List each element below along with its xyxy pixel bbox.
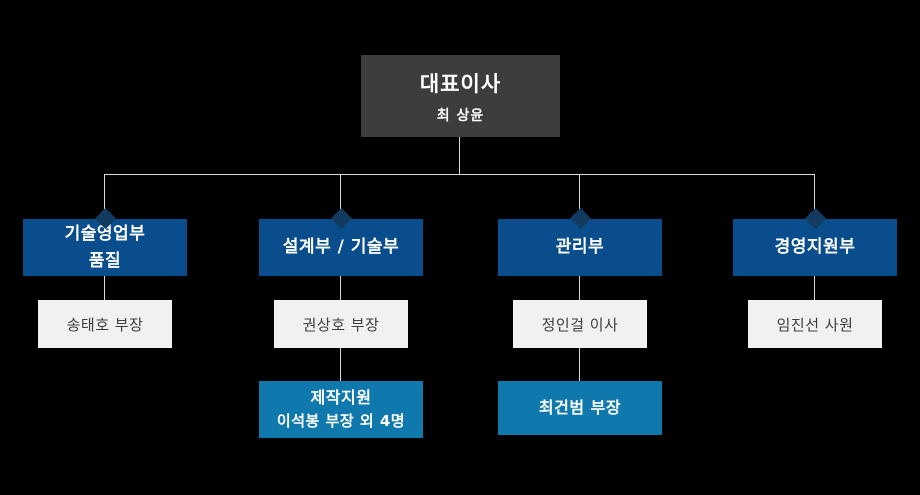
ceo-name: 최 상윤	[436, 107, 485, 124]
org-node-manager-3: 정인걸 이사	[513, 300, 647, 348]
connector-dept-manager-3	[579, 276, 580, 300]
connector-dept-manager-1	[104, 276, 105, 300]
org-node-manager-4: 임진선 사원	[748, 300, 882, 348]
connector-manager-sub-3	[579, 348, 580, 381]
org-node-manager-1: 송태호 부장	[38, 300, 172, 348]
sub-label-line1: 제작지원	[310, 388, 372, 408]
connector-drop-4	[814, 174, 815, 211]
connector-drop-1	[104, 174, 105, 211]
connector-dept-manager-4	[814, 276, 815, 300]
sub-label-line1: 최건범 부장	[538, 398, 622, 417]
ceo-title: 대표이사	[419, 71, 502, 96]
dept-label-line1: 기술영업부	[64, 224, 146, 245]
connector-dept-manager-2	[340, 276, 341, 300]
org-node-ceo: 대표이사 최 상윤	[361, 55, 560, 137]
dept-label-line1: 관리부	[555, 237, 605, 258]
diamond-marker-icon	[804, 207, 826, 230]
org-node-sub-2: 제작지원 이석봉 부장 외 4명	[259, 381, 423, 438]
connector-drop-2	[340, 174, 341, 211]
dept-label-line1: 경영지원부	[774, 237, 856, 258]
org-node-sub-3: 최건범 부장	[498, 381, 662, 435]
org-node-dept-2: 설계부 / 기술부	[259, 207, 423, 276]
manager-label: 정인걸 이사	[541, 315, 619, 334]
org-node-dept-4: 경영지원부	[733, 207, 897, 276]
org-node-dept-3: 관리부	[498, 207, 662, 276]
connector-drop-3	[579, 174, 580, 211]
diamond-marker-icon	[569, 207, 591, 230]
connector-manager-sub-2	[340, 348, 341, 381]
dept-label-line2: 품질	[88, 250, 122, 271]
diamond-marker-icon	[330, 207, 352, 230]
sub-label-line2: 이석봉 부장 외 4명	[276, 412, 406, 431]
dept-label-line1: 설계부 / 기술부	[282, 237, 400, 258]
org-node-dept-1: 기술영업부 품질	[23, 207, 187, 276]
manager-label: 권상호 부장	[302, 315, 380, 334]
connector-horizontal	[104, 174, 815, 175]
manager-label: 송태호 부장	[66, 315, 144, 334]
connector-root-stem	[459, 137, 460, 174]
manager-label: 임진선 사원	[776, 315, 854, 334]
org-node-manager-2: 권상호 부장	[274, 300, 408, 348]
